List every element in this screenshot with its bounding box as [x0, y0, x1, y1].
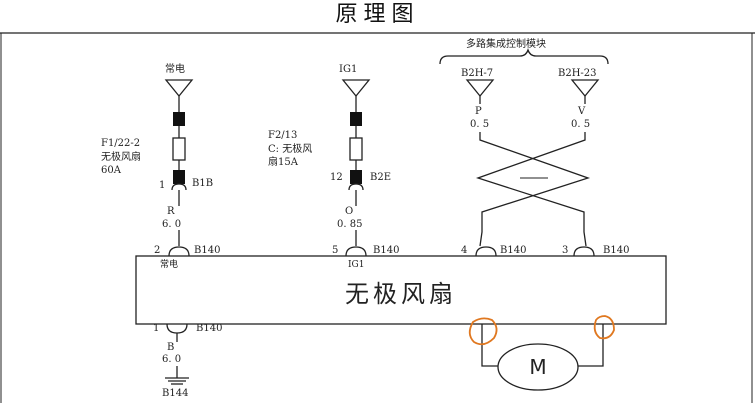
signal-wire-b [475, 132, 587, 247]
ign-conn-id: B2E [370, 172, 391, 183]
ground-symbol-icon [165, 377, 189, 385]
ign-fuse-id: F2/13 [268, 130, 297, 141]
left-terminal-triangle [465, 79, 495, 98]
power-module-conn: B140 [194, 245, 220, 256]
multiplex-right-terminal: B2H-23 [558, 68, 597, 79]
right-wire-size: 0. 5 [571, 119, 590, 130]
power-fuse [172, 137, 186, 161]
module-pin-power-label: 常电 [160, 258, 178, 270]
ign-wire-color: O [345, 206, 353, 217]
left-wire-color: P [475, 106, 482, 117]
power-wire-size: 6. 0 [162, 219, 181, 230]
highlight-right-mark [593, 315, 615, 340]
power-fuse-block-top [173, 112, 185, 126]
ground-id: B144 [162, 388, 188, 399]
ign-source-label: IG1 [339, 64, 357, 75]
motor-wire-right [578, 324, 604, 367]
motor-wire-left [481, 324, 498, 367]
left-wire-size: 0. 5 [470, 119, 489, 130]
power-source-triangle [164, 79, 194, 98]
ign-module-conn: B140 [373, 245, 399, 256]
power-module-pin: 2 [154, 245, 160, 256]
ground-module-conn: B140 [196, 323, 222, 334]
multiplex-label: 多路集成控制模块 [466, 37, 546, 50]
ign-fuse-block-top [350, 112, 362, 126]
ign-module-connector [345, 246, 367, 257]
ign-source-triangle [341, 79, 371, 98]
ign-fuse-desc-1: C: 无极风 [268, 142, 312, 155]
power-module-connector [168, 246, 190, 257]
ign-wire-size: 0. 85 [337, 219, 362, 230]
signal-right-connector [573, 246, 595, 257]
signal-left-conn: B140 [500, 245, 526, 256]
ign-fuse-block-bottom [350, 170, 362, 184]
signal-right-pin: 3 [562, 245, 568, 256]
right-terminal-triangle [570, 79, 600, 98]
module-pin-ign-label: IG1 [348, 260, 364, 270]
page-title: 原理图 [335, 2, 420, 27]
fan-module-box [135, 255, 667, 325]
ground-wire-size: 6. 0 [162, 354, 181, 365]
ground-module-pin: 1 [153, 323, 159, 334]
signal-left-pin: 4 [461, 245, 467, 256]
multiplex-bracket [439, 47, 609, 65]
power-conn-pin: 1 [159, 180, 165, 191]
power-fuse-block-bottom [173, 170, 185, 184]
ign-fuse [349, 137, 363, 161]
power-source-label: 常电 [165, 62, 185, 75]
ground-wire-color: B [167, 342, 174, 353]
power-wire-color: R [167, 206, 175, 217]
right-wire-color: V [577, 106, 586, 117]
motor-label: M [529, 355, 546, 379]
power-fuse-id: F1/22-2 [101, 138, 140, 149]
multiplex-left-terminal: B2H-7 [461, 68, 493, 79]
power-conn-id: B1B [192, 178, 213, 189]
ground-module-connector [166, 323, 188, 334]
signal-right-conn: B140 [603, 245, 629, 256]
ign-conn-pin: 12 [330, 172, 343, 183]
motor-icon [497, 343, 579, 391]
ign-fuse-desc-2: 扇15A [268, 155, 299, 168]
power-fuse-rating: 60A [101, 165, 122, 176]
signal-wire-a [479, 132, 591, 247]
highlight-left-mark [468, 317, 498, 346]
power-fuse-desc: 无极风扇 [101, 150, 141, 163]
signal-left-connector [475, 246, 497, 257]
fan-module-name: 无极风扇 [345, 280, 457, 308]
ign-module-pin: 5 [332, 245, 338, 256]
